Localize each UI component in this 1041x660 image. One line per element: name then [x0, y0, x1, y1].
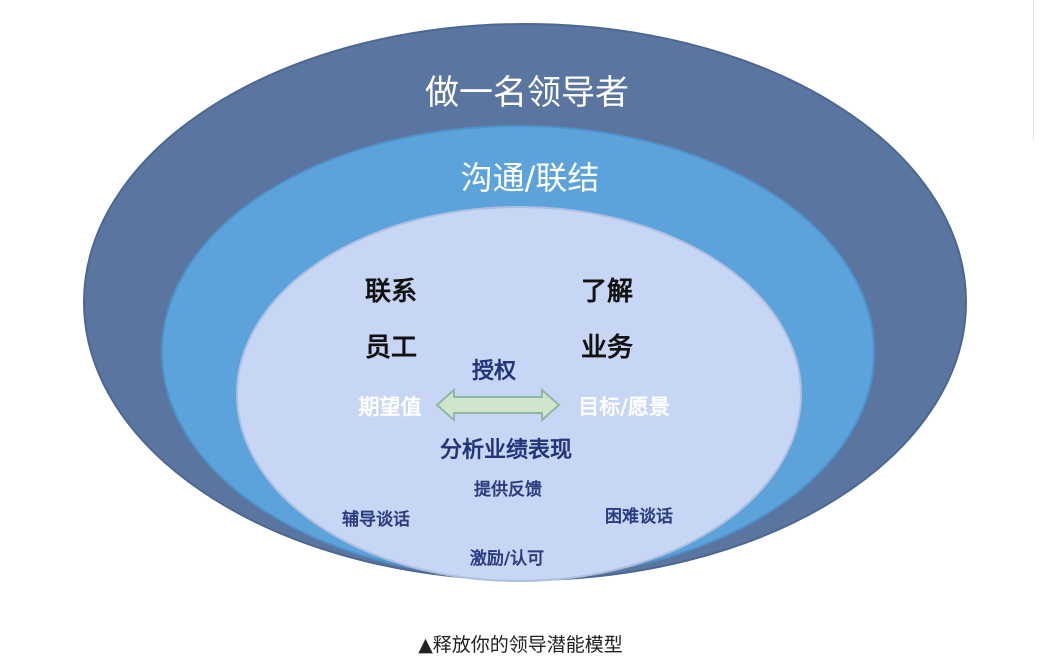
goals-vision-label: 目标/愿景 [578, 395, 670, 419]
analyze-performance-label: 分析业绩表现 [440, 437, 572, 463]
middle-ring-label: 沟通/联结 [461, 159, 600, 197]
outer-ring-label: 做一名领导者 [425, 73, 629, 113]
give-feedback-label: 提供反馈 [474, 479, 542, 500]
two-way-arrow-icon [435, 387, 561, 423]
difficult-talk-label: 困难谈话 [605, 506, 673, 527]
employees-label: 员工 [365, 333, 417, 363]
coaching-talk-label: 辅导谈话 [342, 509, 410, 530]
inner-ring [236, 206, 802, 582]
understand-label: 了解 [581, 277, 633, 307]
business-label: 业务 [581, 333, 633, 363]
side-divider [1033, 0, 1034, 140]
leadership-model-diagram: 做一名领导者 沟通/联结 联系 员工 了解 业务 授权 期望值 目标/愿景 分析… [83, 23, 967, 582]
figure-caption: ▲释放你的领导潜能模型 [418, 634, 623, 656]
connect-label: 联系 [365, 277, 417, 307]
expectations-label: 期望值 [359, 395, 422, 419]
empower-label: 授权 [472, 358, 517, 384]
motivate-recognize-label: 激励/认可 [470, 548, 544, 569]
